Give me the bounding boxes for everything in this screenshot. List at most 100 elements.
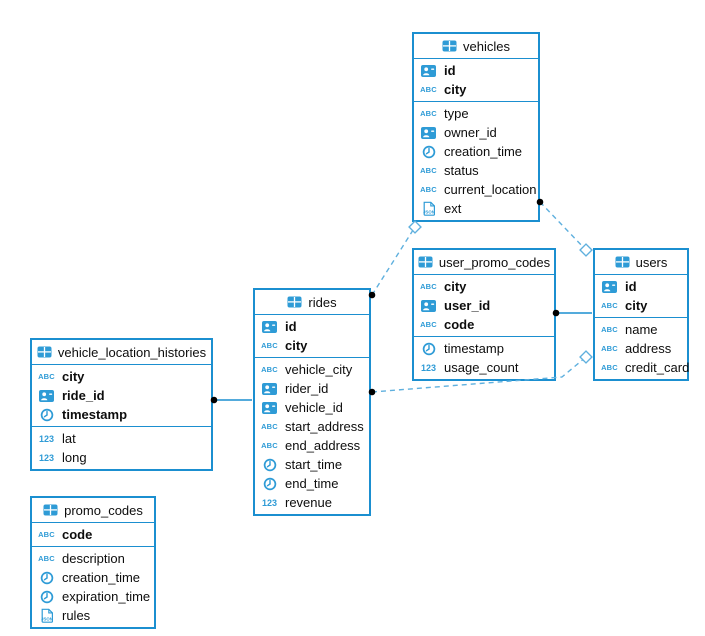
table-header-user_promo_codes[interactable]: user_promo_codes <box>414 250 554 275</box>
column-name: usage_count <box>444 360 519 375</box>
column-name: description <box>62 551 125 566</box>
text-icon: ABC <box>260 365 279 374</box>
column-name: revenue <box>285 495 332 510</box>
id-badge-icon <box>600 280 619 293</box>
column-name: user_id <box>444 298 491 313</box>
column-row-id[interactable]: id <box>414 61 538 80</box>
column-row-creation_time[interactable]: creation_time <box>32 568 154 587</box>
abc-text-type-icon: ABC <box>261 422 278 431</box>
relationship-line-rides-to-vehicles[interactable] <box>371 226 416 296</box>
id-badge-icon <box>37 389 56 402</box>
column-row-user_id[interactable]: user_id <box>414 296 554 315</box>
table-title: vehicle_location_histories <box>57 344 207 360</box>
abc-text-type-icon: ABC <box>38 372 55 381</box>
column-row-vehicle_id[interactable]: vehicle_id <box>255 398 369 417</box>
column-row-rider_id[interactable]: rider_id <box>255 379 369 398</box>
column-name: code <box>444 317 475 332</box>
table-header-rides[interactable]: rides <box>255 290 369 315</box>
table-grid-icon <box>287 296 302 308</box>
table-title: user_promo_codes <box>438 254 551 270</box>
relationship-line-rides-to-users[interactable] <box>371 356 587 393</box>
column-name: current_location <box>444 182 537 197</box>
id-badge-icon <box>419 299 438 312</box>
column-row-id[interactable]: id <box>595 277 687 296</box>
column-row-rules[interactable]: JSON rules <box>32 606 154 625</box>
text-icon: ABC <box>37 372 56 381</box>
column-name: vehicle_id <box>285 400 343 415</box>
column-name: rules <box>62 608 91 623</box>
id-badge-icon <box>419 64 438 77</box>
svg-text:JSON: JSON <box>41 617 53 622</box>
abc-text-type-icon: ABC <box>601 301 618 310</box>
abc-text-type-icon: ABC <box>601 363 618 372</box>
column-row-city[interactable]: ABC city <box>595 296 687 315</box>
relationship-line-vehicles-to-users[interactable] <box>539 201 587 251</box>
column-row-timestamp[interactable]: timestamp <box>32 405 211 424</box>
text-icon: ABC <box>600 363 619 372</box>
column-row-owner_id[interactable]: owner_id <box>414 123 538 142</box>
abc-text-type-icon: ABC <box>261 365 278 374</box>
abc-text-type-icon: ABC <box>420 166 437 175</box>
column-row-creation_time[interactable]: creation_time <box>414 142 538 161</box>
table-header-vehicles[interactable]: vehicles <box>414 34 538 59</box>
table-grid-icon <box>418 256 433 268</box>
number-icon: 123 <box>37 434 56 444</box>
json-icon: JSON <box>37 608 56 623</box>
column-name: city <box>625 298 648 313</box>
table-title: vehicles <box>463 38 510 54</box>
column-name: rider_id <box>285 381 329 396</box>
text-icon: ABC <box>419 166 438 175</box>
column-row-vehicle_city[interactable]: ABC vehicle_city <box>255 360 369 379</box>
column-name: city <box>444 82 467 97</box>
column-row-id[interactable]: id <box>255 317 369 336</box>
number-icon: 123 <box>419 363 438 373</box>
column-name: creation_time <box>62 570 141 585</box>
abc-text-type-icon: ABC <box>420 282 437 291</box>
table-header-vehicle_location_histories[interactable]: vehicle_location_histories <box>32 340 211 365</box>
number-type-icon: 123 <box>38 433 55 444</box>
column-row-expiration_time[interactable]: expiration_time <box>32 587 154 606</box>
column-row-start_time[interactable]: start_time <box>255 455 369 474</box>
column-name: code <box>62 527 93 542</box>
column-row-end_time[interactable]: end_time <box>255 474 369 493</box>
column-name: vehicle_city <box>285 362 353 377</box>
column-row-ride_id[interactable]: ride_id <box>32 386 211 405</box>
table-header-promo_codes[interactable]: promo_codes <box>32 498 154 523</box>
table-header-users[interactable]: users <box>595 250 687 275</box>
column-row-timestamp[interactable]: timestamp <box>414 339 554 358</box>
column-row-usage_count[interactable]: 123 usage_count <box>414 358 554 377</box>
table-grid-icon <box>442 40 457 52</box>
json-icon: JSON <box>419 201 438 216</box>
column-row-status[interactable]: ABC status <box>414 161 538 180</box>
column-name: status <box>444 163 479 178</box>
